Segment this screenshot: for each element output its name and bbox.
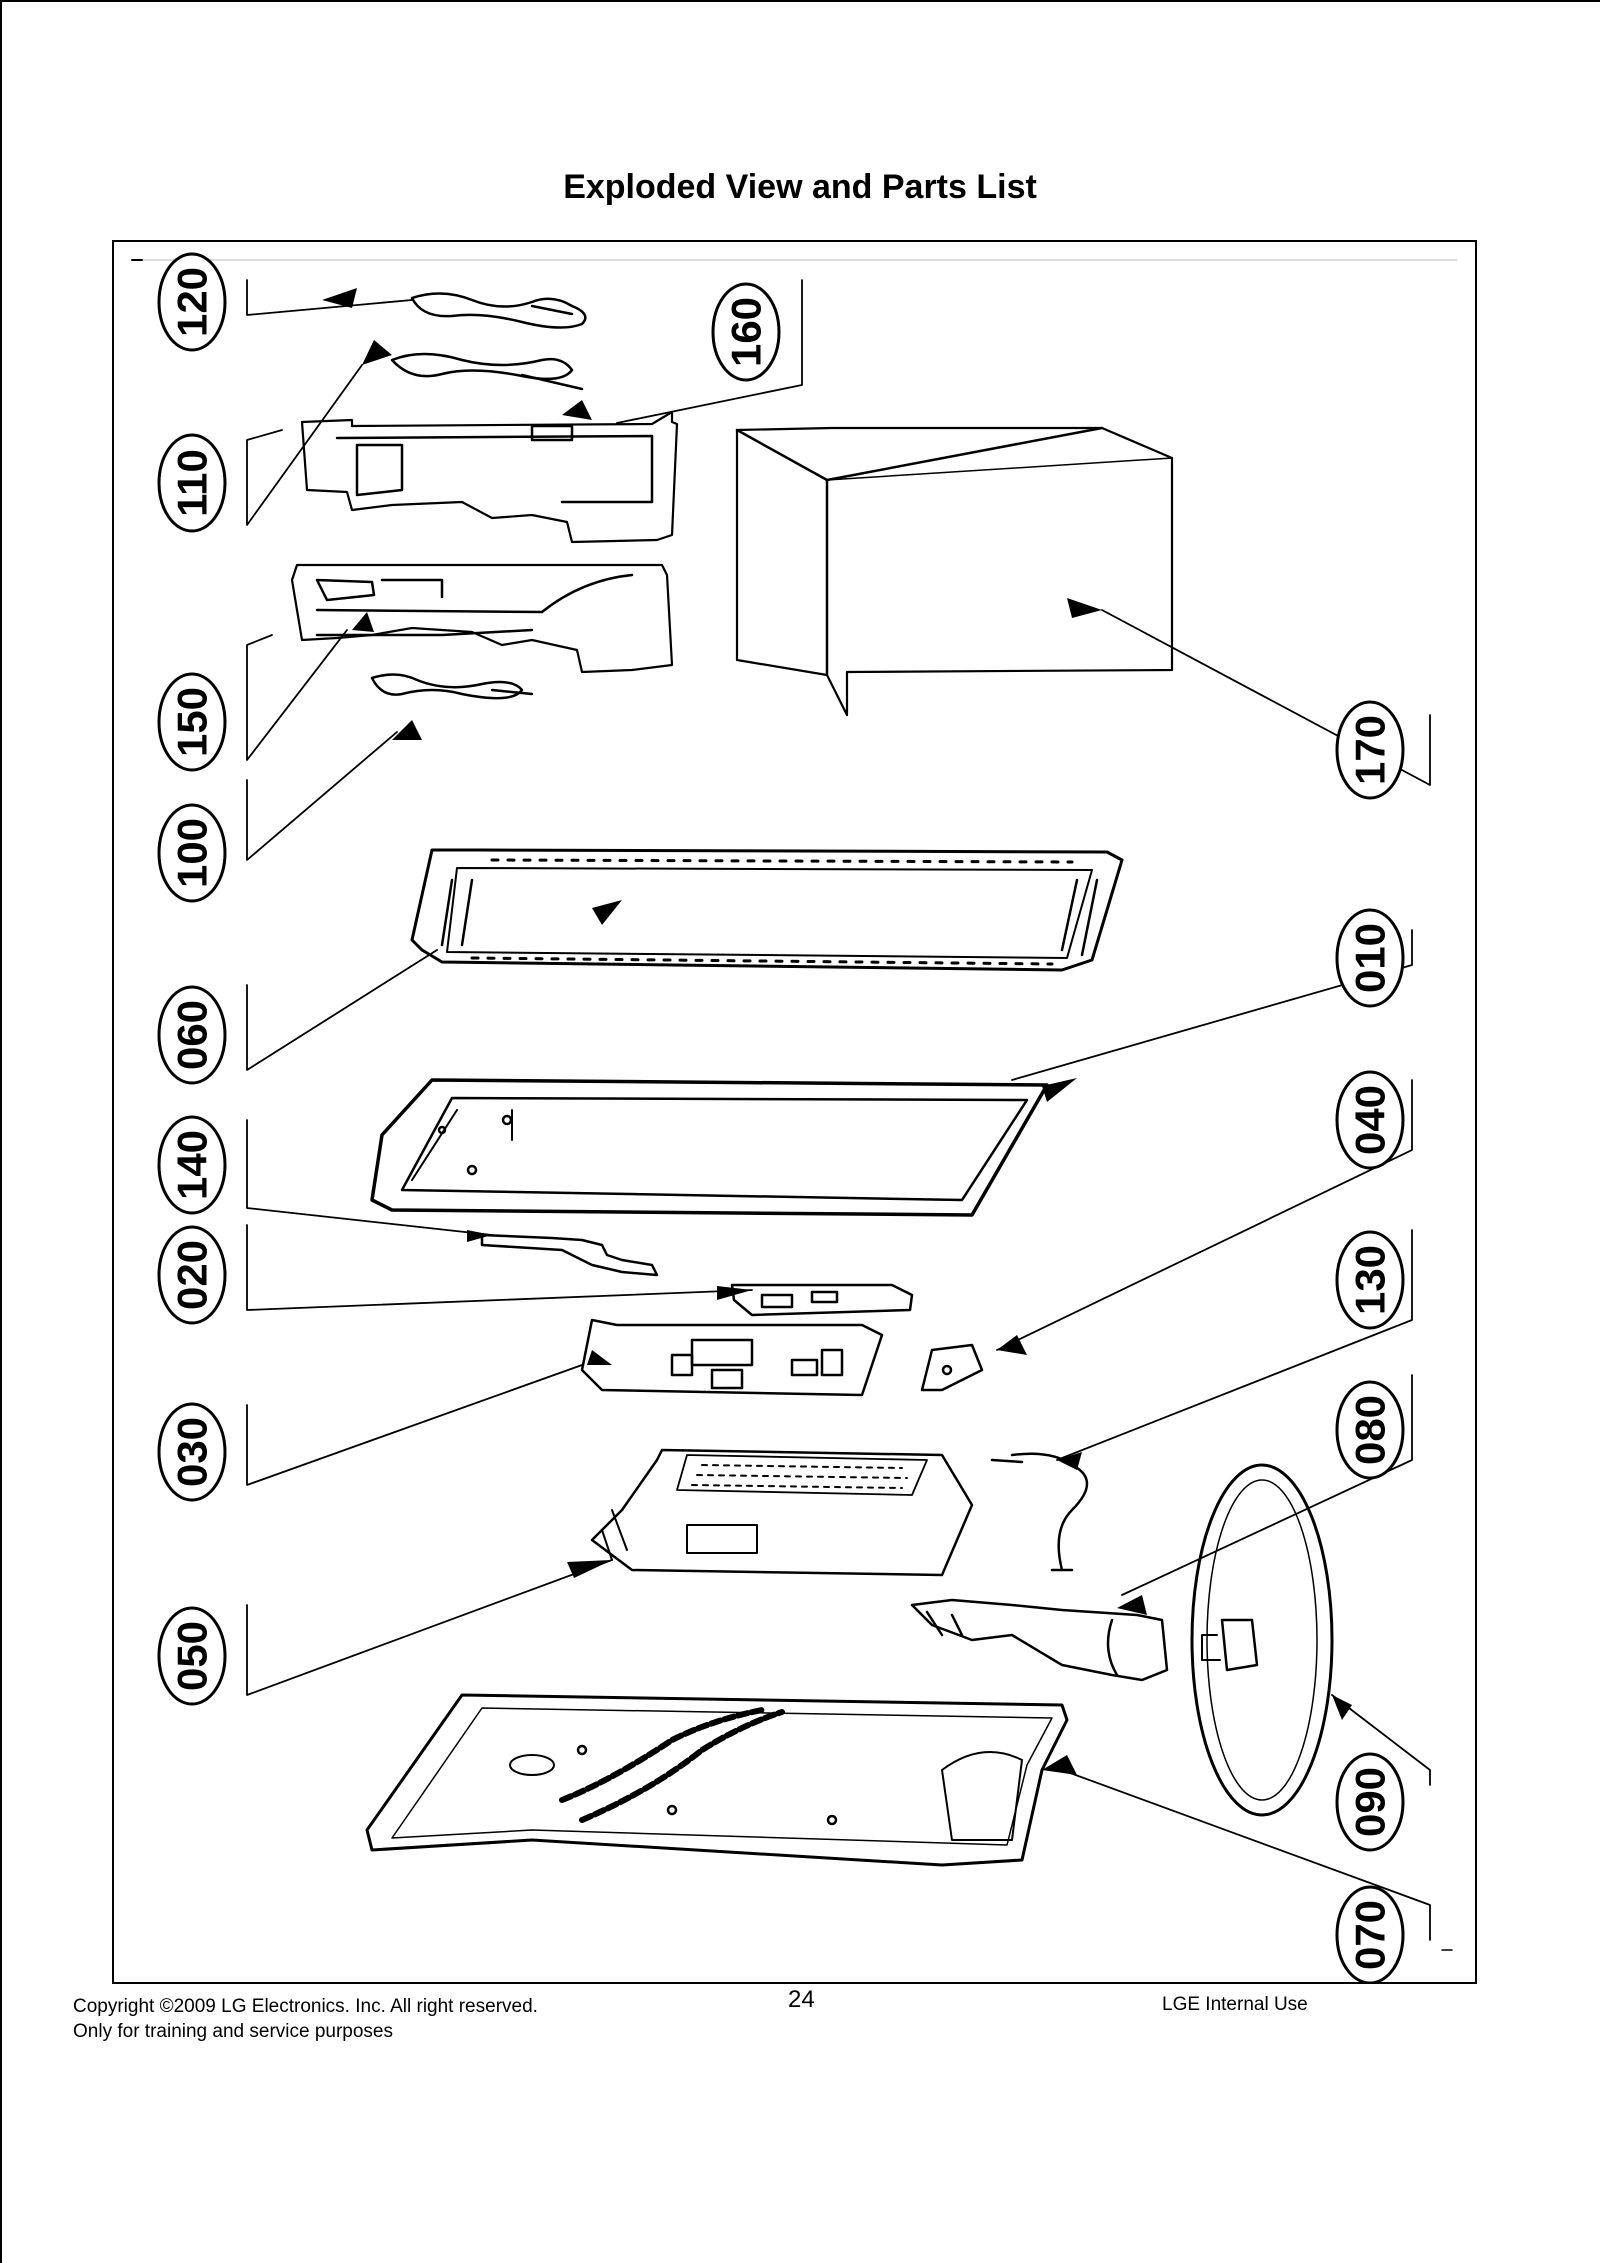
svg-text:030: 030 [169,1417,216,1487]
part-stand-neck-080 [910,1598,1169,1682]
part-board-020 [730,1283,914,1317]
part-packing-foam-150 [290,563,674,674]
page-edge-left [0,0,2,2263]
part-mainboard-030 [580,1318,884,1397]
part-cable-100 [370,673,534,700]
callout-170: 170 [1335,700,1405,800]
svg-text:050: 050 [169,1621,216,1691]
svg-text:120: 120 [169,267,216,337]
callout-020: 020 [157,1225,227,1325]
callout-090: 090 [1335,1752,1405,1852]
footer-copyright: Copyright ©2009 LG Electronics. Inc. All… [73,1994,538,2044]
svg-text:170: 170 [1347,715,1394,785]
part-board-040 [920,1343,984,1392]
part-packing-foam-160 [300,410,679,544]
svg-text:090: 090 [1347,1767,1394,1837]
callout-070: 070 [1335,1885,1405,1984]
svg-text:070: 070 [1347,1900,1394,1970]
callout-010: 010 [1335,908,1405,1008]
callout-050: 050 [157,1606,227,1706]
callout-130: 130 [1335,1230,1405,1330]
callout-160: 160 [711,282,781,382]
part-back-cover-070 [365,1693,1069,1867]
svg-text:020: 020 [169,1240,216,1310]
svg-text:100: 100 [169,818,216,888]
svg-text:060: 060 [169,1000,216,1070]
callout-100: 100 [157,803,227,903]
svg-text:130: 130 [1347,1245,1394,1315]
leader-arrowheads [322,288,1352,1775]
part-box-170 [735,426,1174,717]
exploded-view-diagram: 120 110 150 100 060 140 020 030 [131,252,1458,1984]
page-title: Exploded View and Parts List [563,168,1037,206]
callout-150: 150 [157,672,227,772]
part-shield-050 [590,1448,974,1577]
svg-text:110: 110 [169,449,216,517]
callout-080: 080 [1335,1380,1405,1480]
footer-copyright-line2: Only for training and service purposes [73,2021,393,2042]
callout-120: 120 [157,252,227,352]
svg-text:040: 040 [1347,1085,1394,1155]
page-number: 24 [788,1986,815,2013]
svg-text:080: 080 [1347,1395,1394,1465]
callout-140: 140 [157,1115,227,1215]
part-cable-140 [480,1233,659,1277]
svg-text:140: 140 [169,1130,216,1200]
part-front-bezel-060 [410,848,1124,972]
page-edge-top [0,0,1600,2]
svg-text:160: 160 [723,297,770,367]
callout-040: 040 [1335,1070,1405,1170]
callout-030: 030 [157,1402,227,1502]
diagram-frame [112,240,1477,1984]
footer-copyright-line1: Copyright ©2009 LG Electronics. Inc. All… [73,1996,538,2017]
part-panel-010 [370,1078,1049,1217]
callout-060: 060 [157,985,227,1085]
svg-text:010: 010 [1347,923,1394,993]
part-cable-110 [390,352,584,391]
part-cable-120 [410,292,587,329]
callout-110: 110 [157,433,227,533]
part-cable-130 [990,1452,1089,1572]
svg-text:150: 150 [169,687,216,757]
footer-classification: LGE Internal Use [1162,1994,1308,2015]
part-stand-base-090 [1190,1463,1334,1817]
leader-lines [246,279,1431,1941]
